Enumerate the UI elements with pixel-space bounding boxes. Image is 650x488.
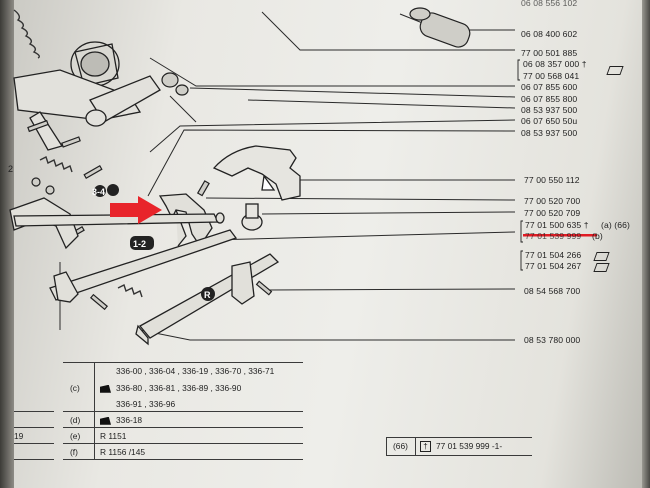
footer-rule [386, 437, 387, 455]
table-row: R 1151 [100, 431, 127, 441]
part-number: 77 00 550 112 [524, 175, 580, 185]
table-row: 336-00 , 336-04 , 336-19 , 336-70 , 336-… [116, 366, 275, 376]
part-number: 77 01 504 267 [525, 261, 582, 271]
table-rule [14, 427, 54, 428]
table-row: 336-18 [116, 415, 143, 425]
footer-text: 77 01 539 999 -1- [436, 441, 503, 451]
dagger-icon: † [420, 441, 431, 453]
part-number-top-partial: 06 08 556 102 [521, 0, 578, 8]
annotation-b: (b) [592, 231, 603, 241]
footer-ref: (66) [393, 441, 408, 451]
table-rule [63, 427, 303, 428]
part-number: 06 07 650 50u [521, 116, 578, 126]
page-shadow-right [642, 0, 650, 488]
part-number: 08 53 780 000 [524, 335, 581, 345]
part-number: 08 54 568 700 [524, 286, 581, 296]
page-shadow-left [0, 0, 14, 488]
part-number: 77 00 568 041 [523, 71, 580, 81]
part-number: 06 08 400 602 [521, 29, 578, 39]
flag-icon [100, 415, 115, 425]
table-row-code: (d) [70, 415, 81, 425]
footer-rule [386, 437, 532, 438]
red-underline-mark [523, 234, 597, 237]
part-number: 06 08 357 000 † [523, 59, 587, 69]
part-number: 77 00 520 700 [524, 196, 581, 206]
part-number: 77 00 520 709 [524, 208, 581, 218]
table-row: R 1156 /145 [100, 447, 146, 457]
part-number: 77 01 539 999 [525, 231, 582, 241]
table-rule [63, 411, 303, 412]
gear-label-reverse: R [204, 290, 211, 300]
table-rule [94, 362, 95, 459]
table-row: 336-80 , 336-81 , 336-89 , 336-90 [116, 383, 242, 393]
part-number-highlighted: 77 01 500 635 † [525, 220, 589, 230]
gear-label-34: 3-4 [92, 187, 105, 197]
red-arrow-icon [110, 196, 162, 224]
part-number: 08 53 937 500 [521, 128, 578, 138]
flag-icon [100, 383, 115, 393]
annotation-a-66: (a) (66) [601, 220, 630, 230]
table-row: 336-91 , 336-96 [116, 399, 176, 409]
table-rule [14, 411, 54, 412]
table-rule [63, 459, 303, 460]
table-rule [63, 362, 303, 363]
part-number: 77 01 504 266 [525, 250, 582, 260]
callout-number: 2 [8, 164, 13, 174]
part-number: 06 07 855 800 [521, 94, 578, 104]
footer-rule [415, 437, 416, 455]
gear-label-12: 1-2 [133, 239, 146, 249]
table-rule [14, 443, 54, 444]
table-row-code: (f) [70, 447, 78, 457]
table-rule [14, 459, 54, 460]
table-rule [63, 443, 303, 444]
table-left-number: 19 [14, 431, 24, 441]
table-row-code: (c) [70, 383, 80, 393]
table-row-code: (e) [70, 431, 81, 441]
part-number: 06 07 855 600 [521, 82, 578, 92]
footer-rule [386, 455, 532, 456]
part-number: 08 53 937 500 [521, 105, 578, 115]
part-number: 77 00 501 885 [521, 48, 578, 58]
